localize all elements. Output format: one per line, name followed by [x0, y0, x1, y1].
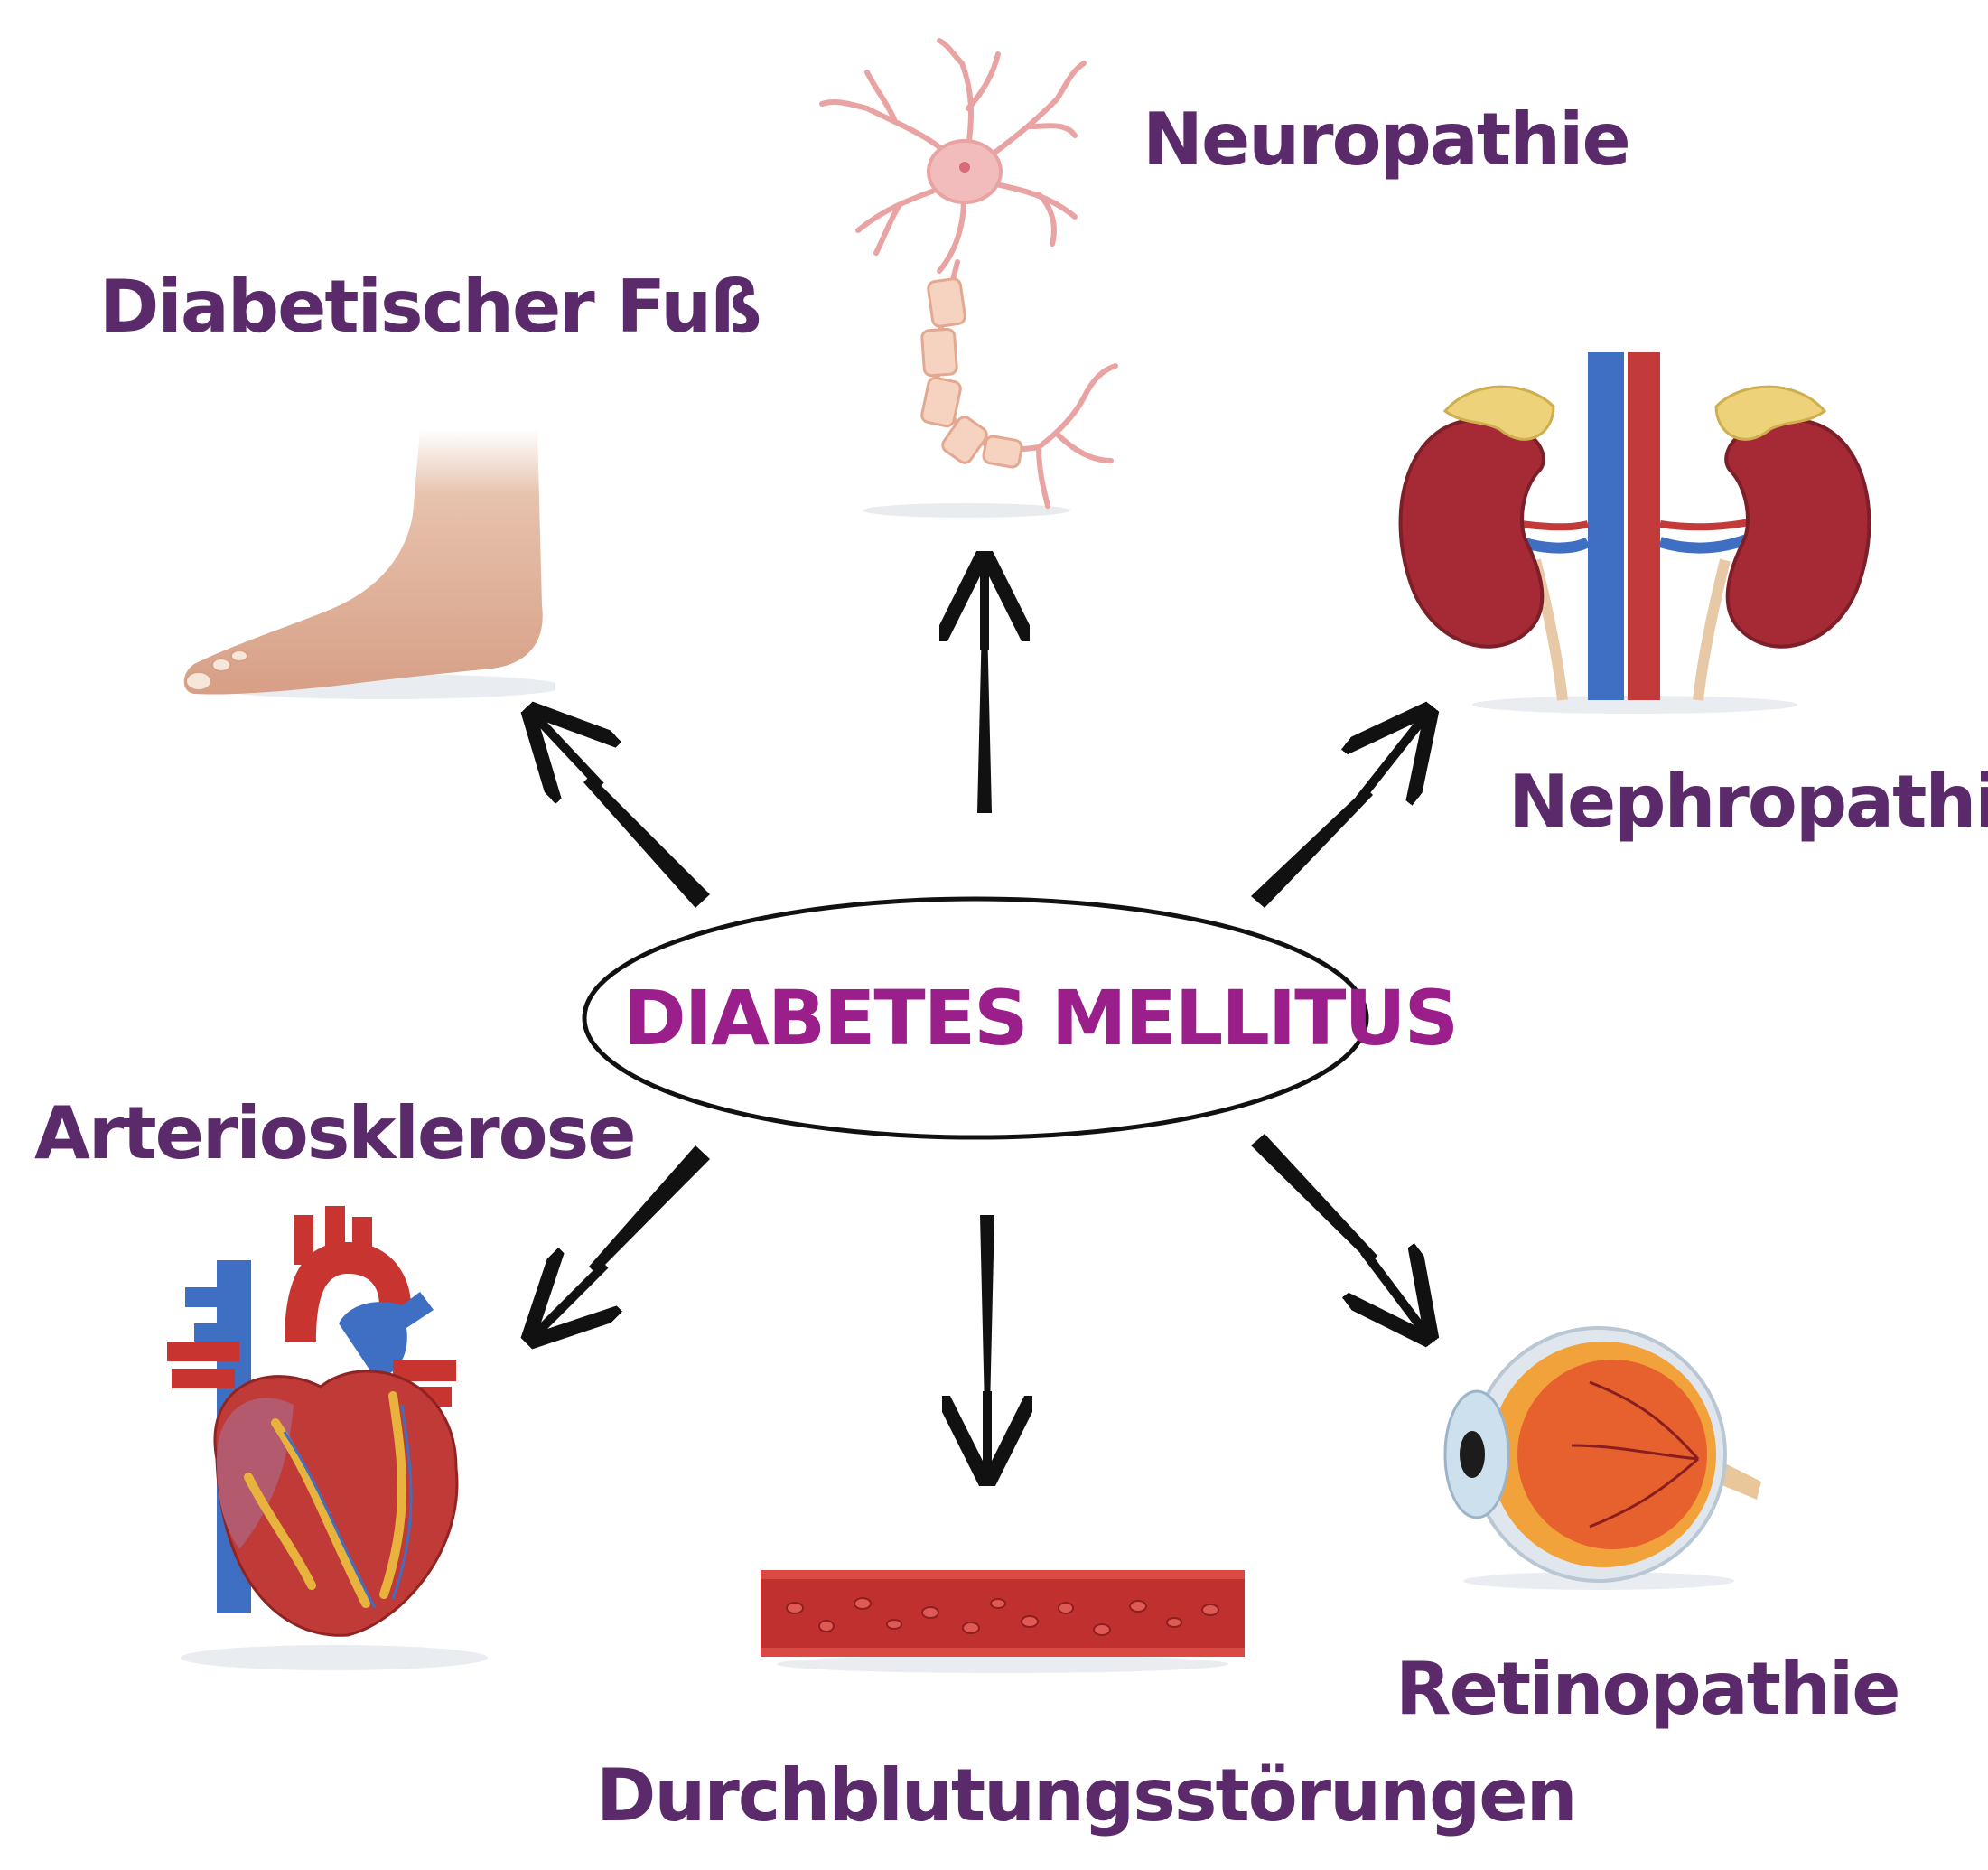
arrow-to-durchblutungsstoerungen: [980, 1215, 994, 1477]
arrow-to-retinopathie: [1251, 1134, 1427, 1335]
foot-icon: [183, 429, 555, 699]
arrow-to-neuropathie: [977, 560, 992, 813]
arrow-to-arteriosklerose: [533, 1145, 710, 1337]
kidneys-icon: [1398, 352, 1871, 714]
label-retinopathie: Retinopathie: [1395, 1647, 1901, 1731]
blood-vessel-icon: [761, 1570, 1245, 1673]
arrow-to-nephropathie: [1251, 714, 1427, 908]
neuron-icon: [819, 38, 1118, 518]
heart-icon: [167, 1206, 488, 1670]
label-nephropathie: Nephropathie: [1508, 760, 1988, 844]
arrow-to-diabetischer-fuss: [533, 714, 710, 908]
label-neuropathie: Neuropathie: [1143, 98, 1631, 182]
label-arteriosklerose: Arteriosklerose: [34, 1091, 636, 1175]
eye-icon: [1443, 1326, 1761, 1590]
center-title: DIABETES MELLITUS: [623, 974, 1459, 1062]
label-diabetischer-fuss: Diabetischer Fuß: [99, 265, 762, 349]
label-durchblutungsstoerungen: Durchblutungsstörungen: [596, 1753, 1578, 1837]
